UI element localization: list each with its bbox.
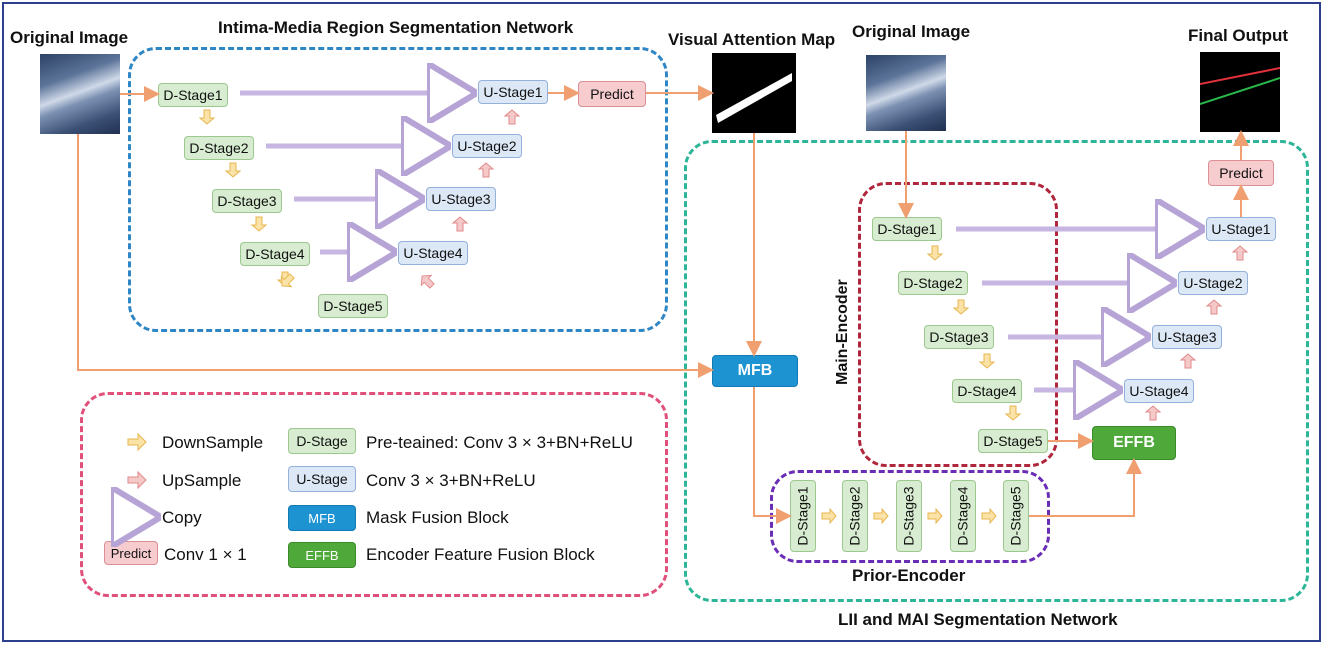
up-arrow-i2: [477, 162, 495, 178]
lii-u-stage2: U-Stage2: [1178, 271, 1248, 295]
lii-d-stage5: D-Stage5: [978, 429, 1048, 453]
down-arrow-l3: [978, 353, 996, 369]
legend-downsample-arrow: [127, 432, 147, 452]
prior-down-4: [981, 507, 997, 525]
intima-u-stage1: U-Stage1: [478, 80, 548, 104]
intima-d-stage4: D-Stage4: [240, 242, 310, 266]
down-arrow-l4: [1004, 405, 1022, 421]
intima-d-stage5: D-Stage5: [318, 294, 388, 318]
intima-network-region: [128, 47, 668, 332]
down-arrow-i5: [280, 273, 295, 288]
visual-attention-map-image: [712, 53, 796, 133]
legend-region: [80, 392, 668, 597]
main-encoder-region: [858, 182, 1058, 467]
down-arrow-l2: [952, 299, 970, 315]
down-arrow-i2: [224, 162, 242, 178]
flow-mfb-to-prior: [753, 387, 792, 524]
intima-u-stage4: U-Stage4: [398, 241, 468, 265]
legend-ustage-tag: U-Stage: [288, 466, 356, 492]
prior-d-stage3: D-Stage3: [896, 480, 922, 552]
title-final-output: Final Output: [1188, 26, 1289, 45]
legend-copy-label: Copy: [162, 508, 202, 527]
prior-down-2: [873, 507, 889, 525]
lii-u-stage4: U-Stage4: [1124, 379, 1194, 403]
legend-conv1-label: Conv 1 × 1: [164, 545, 247, 564]
mfb-block: MFB: [712, 355, 798, 387]
down-arrow-l1: [926, 245, 944, 261]
final-output-image: [1200, 52, 1280, 132]
legend-upsample-label: UpSample: [162, 471, 242, 490]
legend-dstage-tag: D-Stage: [288, 428, 356, 454]
lii-d-stage4: D-Stage4: [952, 379, 1022, 403]
title-intima-network: Intima-Media Region Segmentation Network: [218, 18, 574, 37]
intima-u-stage2: U-Stage2: [452, 134, 522, 158]
flow-image-to-mfb: [77, 134, 714, 378]
intima-u-stage3: U-Stage3: [426, 187, 496, 211]
title-visual-attention-map: Visual Attention Map: [668, 30, 836, 49]
legend-upsample-arrow: [127, 470, 147, 490]
prior-d-stage2: D-Stage2: [842, 480, 868, 552]
up-arrow-i3: [451, 216, 469, 232]
prior-d-stage4: D-Stage4: [950, 480, 976, 552]
up-arrow-l3: [1179, 353, 1197, 369]
down-arrow-i3: [250, 216, 268, 232]
legend-dstage-desc: Pre-teained: Conv 3 × 3+BN+ReLU: [366, 433, 633, 452]
up-arrow-l2: [1205, 299, 1223, 315]
prior-down-1: [821, 507, 837, 525]
prior-d-stage5: D-Stage5: [1003, 480, 1029, 552]
original-image-right: [866, 55, 946, 131]
intima-predict: Predict: [578, 81, 646, 107]
up-arrow-i4: [420, 274, 435, 289]
legend-mfb-desc: Mask Fusion Block: [366, 508, 509, 527]
intima-d-stage2: D-Stage2: [184, 136, 254, 160]
flow-prior-to-effb: [1029, 458, 1142, 517]
legend-ustage-desc: Conv 3 × 3+BN+ReLU: [366, 471, 536, 490]
up-arrow-l4: [1144, 405, 1162, 421]
lii-u-stage1: U-Stage1: [1206, 217, 1276, 241]
title-original-image-left: Original Image: [10, 28, 129, 47]
legend-effb-tag: EFFB: [288, 542, 356, 568]
title-original-image-right: Original Image: [852, 22, 971, 41]
lii-u-stage3: U-Stage3: [1152, 325, 1222, 349]
lii-d-stage3: D-Stage3: [924, 325, 994, 349]
title-lii-network: LII and MAI Segmentation Network: [838, 610, 1118, 629]
title-prior-encoder: Prior-Encoder: [852, 566, 966, 585]
up-arrow-i1: [503, 109, 521, 125]
legend-downsample-label: DownSample: [162, 433, 264, 452]
legend-mfb-tag: MFB: [288, 505, 356, 531]
intima-d-stage3: D-Stage3: [212, 189, 282, 213]
prior-down-3: [927, 507, 943, 525]
down-arrow-i1: [198, 109, 216, 125]
legend-effb-desc: Encoder Feature Fusion Block: [366, 545, 595, 564]
lii-d-stage2: D-Stage2: [898, 271, 968, 295]
original-image-left: [40, 54, 120, 134]
up-arrow-l1: [1231, 245, 1249, 261]
